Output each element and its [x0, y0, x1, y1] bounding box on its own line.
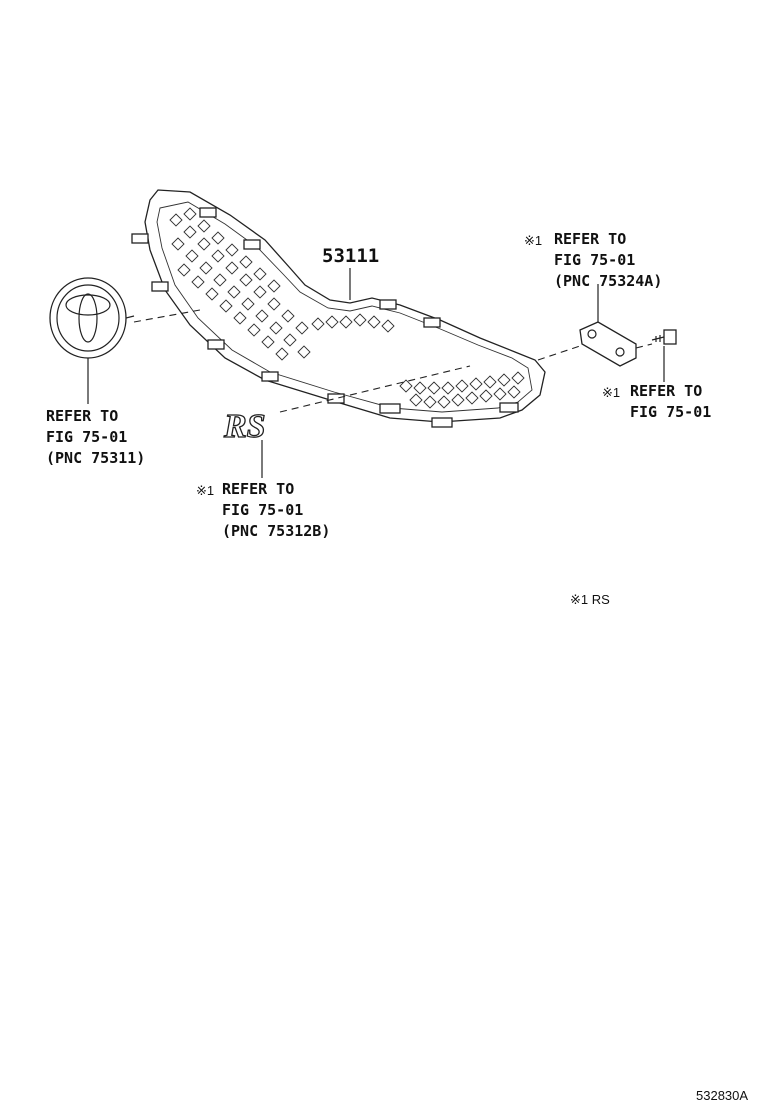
- callout-line: (PNC 75311): [46, 449, 145, 467]
- callout-rs-emblem: ※1 REFER TO FIG 75-01 (PNC 75312B): [196, 480, 330, 540]
- callout-bracket: ※1 REFER TO FIG 75-01 (PNC 75324A): [524, 230, 662, 290]
- diagram-reference-code: 532830A: [696, 1088, 748, 1103]
- part-number-grille: 53111: [322, 245, 379, 267]
- callout-line: REFER TO: [222, 480, 294, 498]
- callout-mark: ※1: [524, 233, 542, 248]
- callout-front-emblem: REFER TO FIG 75-01 (PNC 75311): [46, 407, 145, 467]
- grille-bracket: [579, 321, 637, 367]
- callout-mark: ※1: [602, 385, 620, 400]
- leader-lines: [87, 268, 665, 478]
- callout-screw: ※1 REFER TO FIG 75-01: [602, 382, 711, 421]
- rs-badge: RS: [223, 408, 266, 445]
- legend-note: ※1 RS: [570, 592, 610, 607]
- radiator-grille: [131, 189, 546, 428]
- callout-line: REFER TO: [46, 407, 118, 425]
- screw: [651, 329, 677, 345]
- callout-mark: ※1: [196, 483, 214, 498]
- callout-line: FIG 75-01: [630, 403, 711, 421]
- front-emblem: [49, 277, 135, 359]
- callout-line: FIG 75-01: [46, 428, 127, 446]
- rs-emblem: RS: [222, 407, 266, 445]
- callout-line: FIG 75-01: [554, 251, 635, 269]
- callout-line: (PNC 75312B): [222, 522, 330, 540]
- honeycomb-mesh: [169, 207, 525, 409]
- callout-line: FIG 75-01: [222, 501, 303, 519]
- callout-line: REFER TO: [554, 230, 626, 248]
- callout-line: REFER TO: [630, 382, 702, 400]
- callout-line: (PNC 75324A): [554, 272, 662, 290]
